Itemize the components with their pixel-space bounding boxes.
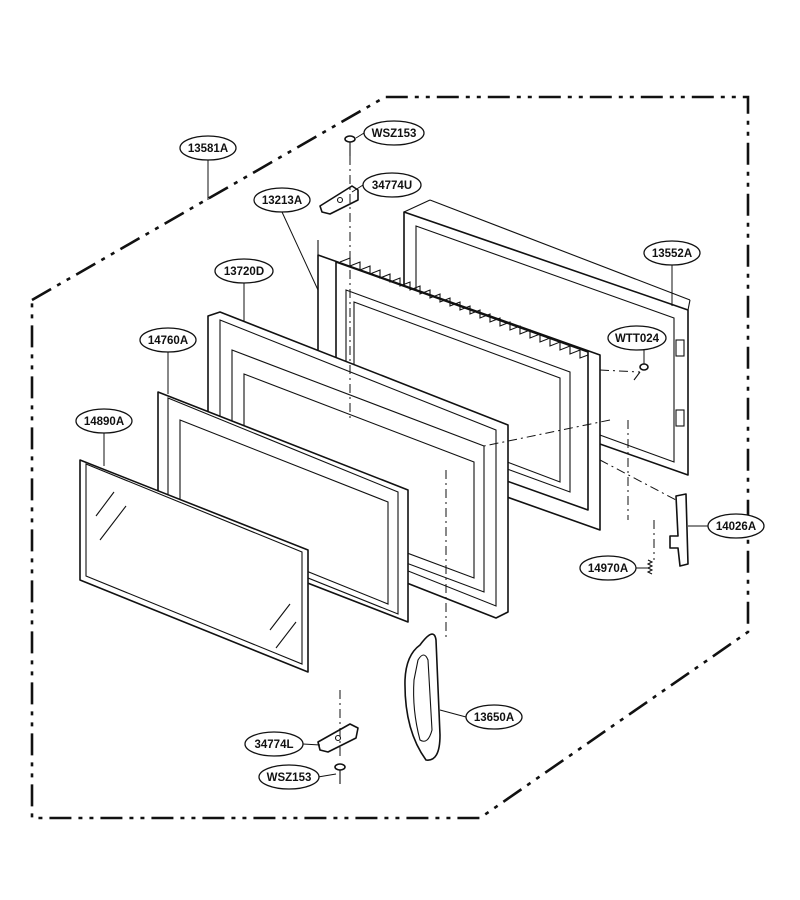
assembly-boundary	[30, 95, 750, 820]
spring-14970A	[646, 559, 654, 575]
callout-label: 13552A	[652, 248, 692, 260]
assembly-lines	[339, 156, 677, 760]
screw-WSZ153-top	[344, 135, 356, 156]
callout-14760A: 14760A	[139, 327, 197, 353]
callout-13552A: 13552A	[643, 240, 701, 266]
callout-34774U: 34774U	[362, 172, 422, 198]
callout-label: 34774U	[372, 180, 412, 192]
callout-label: WSZ153	[372, 128, 417, 140]
callout-label: 13581A	[188, 143, 228, 155]
latch-14026A	[669, 493, 689, 567]
callout-WTT024: WTT024	[607, 325, 667, 351]
callout-13581A: 13581A	[179, 135, 237, 161]
callout-wsz153-top: WSZ153	[363, 120, 425, 146]
callout-13650A: 13650A	[465, 704, 523, 730]
callout-label: 14026A	[716, 521, 756, 533]
callout-label: 13213A	[262, 195, 302, 207]
callout-label: 14970A	[588, 563, 628, 575]
callout-label: 14760A	[148, 335, 188, 347]
choke-frame-14760A	[157, 391, 409, 623]
screw-WSZ153-bottom	[334, 763, 346, 784]
callout-13213A: 13213A	[253, 187, 311, 213]
callout-label: 13720D	[224, 266, 264, 278]
callout-13720D: 13720D	[214, 258, 274, 284]
callout-label: 34774L	[254, 739, 293, 751]
leader-lines	[103, 132, 708, 778]
hinge-34774U	[319, 185, 359, 215]
callout-label: WTT024	[615, 333, 660, 345]
callout-14970A: 14970A	[579, 555, 637, 581]
glass-panel-14890A	[79, 459, 309, 673]
door-handle-13650A	[404, 633, 441, 761]
callout-label: 14890A	[84, 416, 124, 428]
callout-label: WSZ153	[267, 772, 312, 784]
callout-34774L: 34774L	[244, 731, 304, 757]
callout-14026A: 14026A	[707, 513, 765, 539]
hinge-34774L	[317, 723, 359, 753]
callout-label: 13650A	[474, 712, 514, 724]
callout-wsz153-bottom: WSZ153	[258, 764, 320, 790]
callout-14890A: 14890A	[75, 408, 133, 434]
